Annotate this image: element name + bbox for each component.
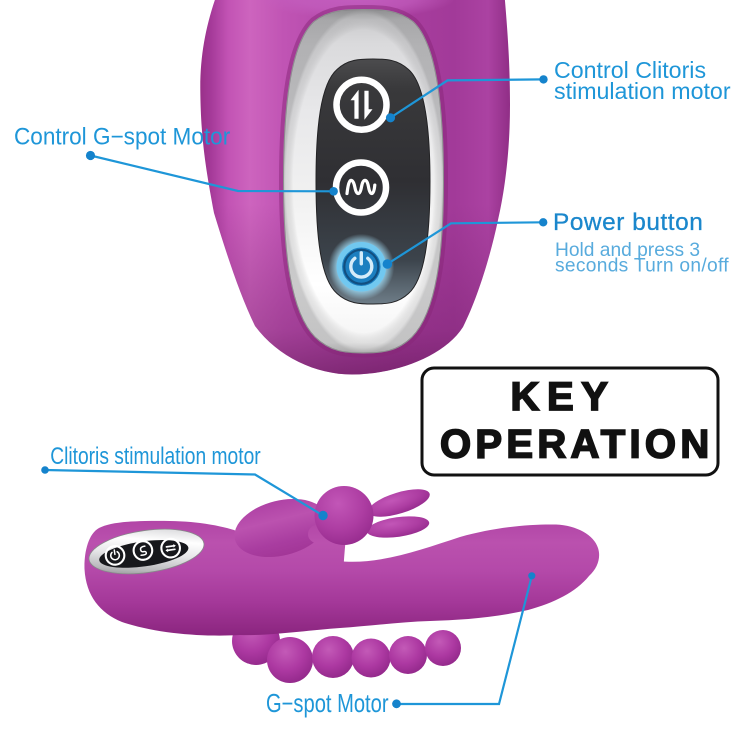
svg-text:Clitoris stimulation motor: Clitoris stimulation motor	[50, 442, 260, 470]
svg-text:stimulation motor: stimulation motor	[554, 78, 731, 104]
svg-text:OPERATION: OPERATION	[440, 423, 714, 467]
svg-text:seconds Turn on/off: seconds Turn on/off	[555, 256, 729, 277]
svg-text:Control G−spot Motor: Control G−spot Motor	[14, 123, 230, 150]
svg-text:KEY: KEY	[511, 375, 616, 419]
svg-text:Control Clitoris: Control Clitoris	[554, 57, 706, 83]
svg-text:G−spot Motor: G−spot Motor	[266, 688, 389, 717]
svg-text:Hold and press 3: Hold and press 3	[555, 240, 700, 261]
svg-text:Power button: Power button	[553, 209, 703, 236]
